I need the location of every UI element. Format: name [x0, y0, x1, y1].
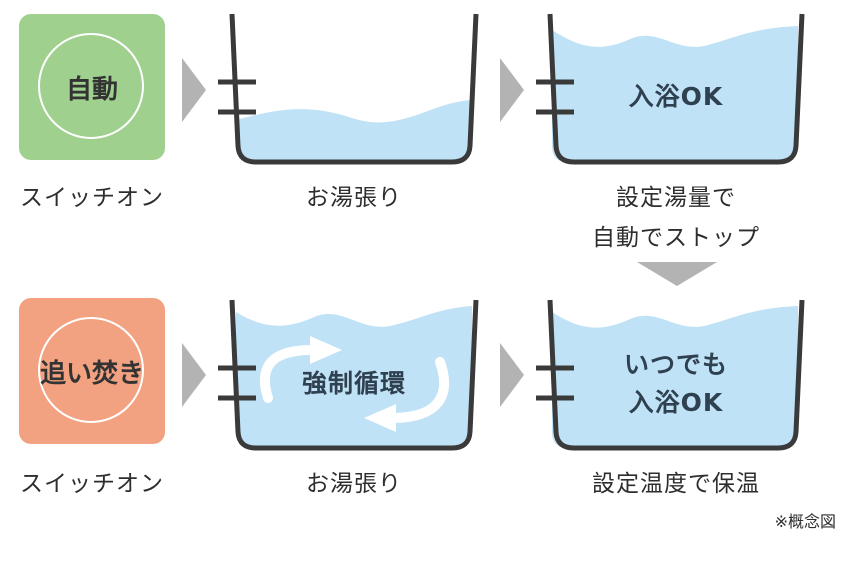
circulation-arrow-icon — [364, 404, 396, 432]
concept-note: ※概念図 — [774, 512, 836, 531]
row1-switch-caption: スイッチオン — [20, 185, 164, 211]
arrow-right-icon — [500, 58, 524, 122]
row2-tub-text-line2: 入浴OK — [628, 388, 724, 417]
row2-circulation-text: 強制循環 — [301, 369, 406, 398]
circulation-arrow-icon — [310, 336, 342, 364]
row1-stop-caption-line1: 設定湯量で — [616, 185, 736, 211]
tub-keep-warm — [536, 299, 805, 451]
row2-switch-caption: スイッチオン — [20, 471, 164, 497]
row2-fill-caption: お湯張り — [306, 471, 402, 497]
reheat-button: 追い焚き — [19, 298, 165, 444]
row2-tub-text-line1: いつでも — [623, 350, 728, 379]
arrow-down-icon — [637, 262, 717, 286]
auto-button-label: 自動 — [65, 74, 118, 105]
arrow-right-icon — [500, 343, 524, 407]
tub-circulation — [218, 299, 479, 451]
row2-keep-warm-caption: 設定温度で保温 — [592, 471, 760, 497]
row1-tub-text: 入浴OK — [628, 82, 724, 111]
row1-stop-caption-line2: 自動でストップ — [592, 225, 760, 251]
auto-button: 自動 — [19, 14, 165, 160]
tub-filling — [218, 13, 479, 165]
arrow-right-icon — [182, 343, 206, 407]
button-ring — [38, 33, 144, 139]
circulation-arrow-icon — [387, 357, 449, 423]
circulation-arrow-icon — [259, 345, 317, 403]
arrow-right-icon — [182, 58, 206, 122]
reheat-button-label: 追い焚き — [39, 358, 144, 389]
tub-full — [536, 13, 805, 165]
button-ring — [38, 317, 144, 423]
row1-fill-caption: お湯張り — [306, 185, 402, 211]
